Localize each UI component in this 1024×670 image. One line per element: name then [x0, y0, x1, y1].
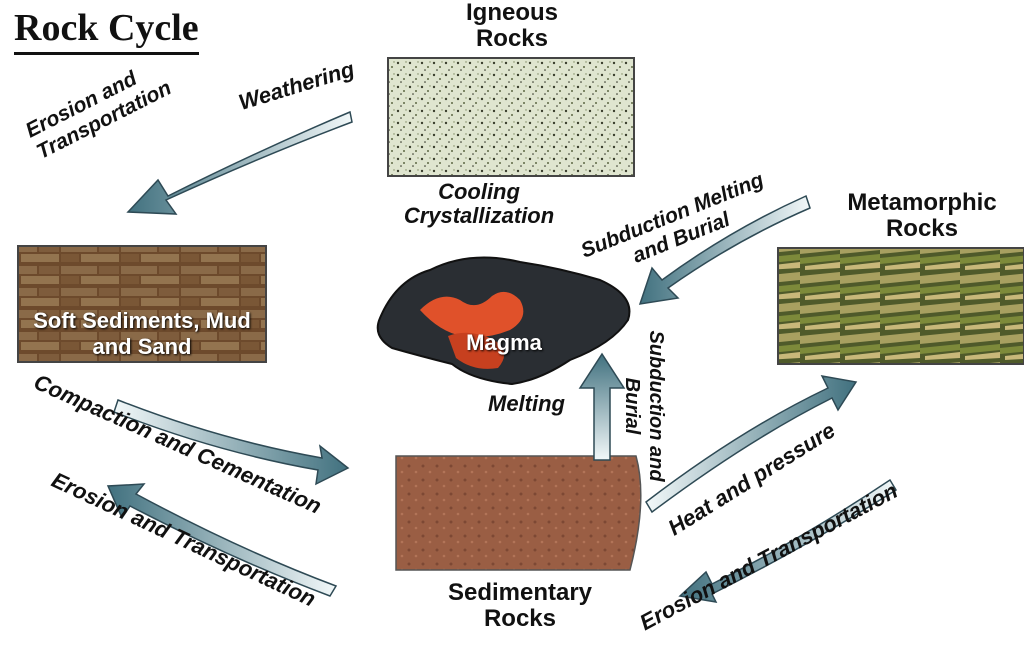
- soft-sediments-label: Soft Sediments, Mud and Sand: [33, 308, 251, 359]
- diagram-title: Rock Cycle: [14, 6, 199, 55]
- igneous-rock-photo: [387, 57, 635, 177]
- arrow-heat-pressure: [645, 375, 858, 514]
- arrow-erosion-bottom-right: [678, 478, 898, 603]
- arrow-weathering: [126, 110, 353, 215]
- arrow-erosion-bottom-left: [106, 483, 338, 597]
- sedimentary-rock-photo: [395, 455, 642, 571]
- igneous-rocks-label: Igneous Rocks: [465, 0, 558, 52]
- metamorphic-rocks-label: Metamorphic Rocks: [847, 189, 997, 242]
- arrow-subduction-upper: [638, 194, 811, 305]
- melting-label: Melting: [488, 391, 565, 416]
- magma-lava-2: [448, 332, 505, 369]
- cooling-crystallization-label: Cooling Crystallization: [403, 179, 555, 228]
- subduction-burial-vertical-label: Subduction and Burial: [621, 330, 667, 482]
- arrow-compaction: [113, 399, 350, 486]
- arrow-subduction-vertical: [578, 352, 626, 461]
- magma-label: Magma: [466, 330, 542, 355]
- magma-lava: [420, 291, 524, 338]
- metamorphic-rock-photo: [777, 247, 1024, 365]
- sedimentary-rocks-label: Sedimentary Rocks: [447, 579, 593, 632]
- soft-sediments-photo: [17, 245, 267, 363]
